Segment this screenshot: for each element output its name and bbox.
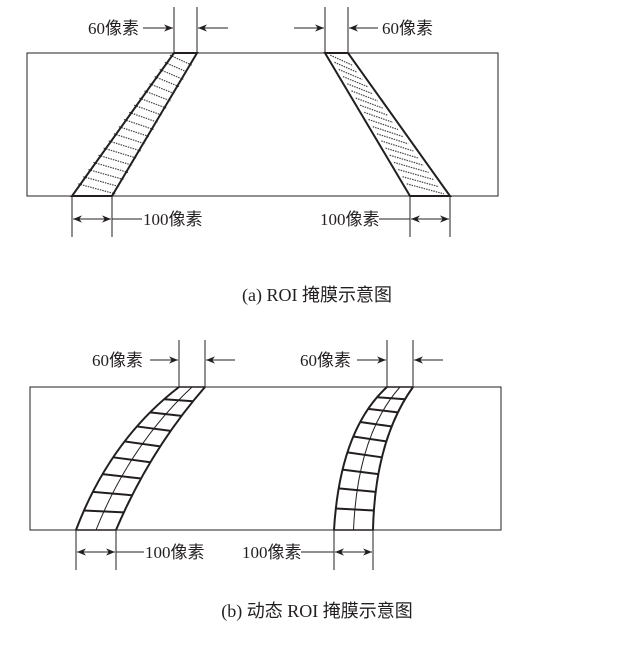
hatch-line (77, 183, 116, 195)
grid-line (342, 468, 379, 476)
hatch-line (159, 68, 184, 81)
hatch-line (169, 54, 192, 66)
grid-line (102, 473, 142, 480)
bottom-left-width-label: 100像素 (143, 210, 203, 229)
grid-line (83, 509, 124, 514)
roi-trapezoid-left (70, 52, 199, 197)
grid-line (95, 386, 193, 531)
hatch-line (381, 140, 414, 152)
hatch-line (139, 97, 167, 109)
hatch-line (389, 154, 424, 166)
hatch-line (128, 111, 158, 123)
hatch-line (133, 104, 163, 116)
hatch-line (393, 161, 429, 173)
top-left-width-label: 60像素 (88, 19, 139, 38)
roi-trapezoid-right (323, 52, 452, 197)
grid-line (368, 407, 399, 414)
top-left-width-label: 60像素 (92, 351, 143, 370)
hatch-line (372, 126, 404, 138)
hatch-line (334, 61, 358, 73)
hatch-line (364, 111, 394, 123)
roi-edge (372, 386, 414, 531)
hatch-line (398, 168, 434, 181)
image-frame (26, 52, 499, 197)
grid-line (136, 425, 171, 432)
hatch-line (347, 83, 373, 95)
hatch-line (342, 76, 368, 88)
hatch-line (83, 176, 120, 188)
hatch-line (108, 140, 141, 152)
hatch-line (164, 61, 188, 73)
grid-line (376, 396, 406, 401)
hatch-line (154, 76, 180, 88)
hatch-line (144, 90, 171, 102)
image-frame (29, 386, 502, 531)
caption-a: (a) ROI 掩膜示意图 (242, 285, 392, 306)
grid-line (124, 440, 161, 448)
top-right-width-label: 60像素 (382, 19, 433, 38)
hatch-line (368, 118, 399, 131)
hatch-line (376, 133, 409, 145)
grid-line (360, 421, 392, 428)
dynamic-roi-grids (75, 386, 414, 531)
hatch-line (338, 68, 363, 81)
hatch-line (149, 83, 175, 95)
bottom-right-width-label: 100像素 (320, 210, 380, 229)
bottom-left-width-label: 100像素 (145, 543, 205, 562)
dynamic-roi-left (75, 386, 206, 531)
grid-line (149, 411, 182, 417)
hatch-line (98, 154, 133, 166)
hatch-line (402, 176, 439, 188)
grid-line (353, 386, 401, 531)
grid-line (353, 435, 387, 443)
hatch-line (113, 133, 146, 145)
grid-line (164, 398, 194, 403)
hatch-line (359, 104, 389, 116)
hatch-line (330, 54, 353, 66)
roi-edge (75, 386, 180, 531)
bottom-right-width-label: 100像素 (242, 543, 302, 562)
hatch-line (351, 90, 378, 102)
hatch-line (88, 168, 124, 181)
grid-line (335, 507, 374, 512)
grid-line (338, 487, 376, 493)
dynamic-roi-right (333, 386, 414, 531)
grid-line (347, 451, 383, 459)
panel-b: 60像素 60像素 100像素 100像素 (b) 动态 ROI 掩膜示意图 (29, 340, 502, 622)
hatch-line (118, 126, 150, 138)
hatch-line (355, 97, 383, 109)
hatch-line (385, 147, 419, 159)
top-right-width-label: 60像素 (300, 351, 351, 370)
hatch-line (93, 161, 129, 173)
roi-edge (115, 386, 206, 531)
hatch-line (103, 147, 137, 159)
panel-a: 60像素 60像素 100像素 100像素 (a) ROI 掩膜示意图 (26, 7, 499, 306)
hatched-roi-left (77, 54, 445, 195)
hatch-line (406, 183, 445, 195)
caption-b: (b) 动态 ROI 掩膜示意图 (221, 601, 413, 622)
hatch-line (123, 118, 154, 131)
grid-line (113, 456, 151, 464)
grid-line (92, 490, 133, 497)
